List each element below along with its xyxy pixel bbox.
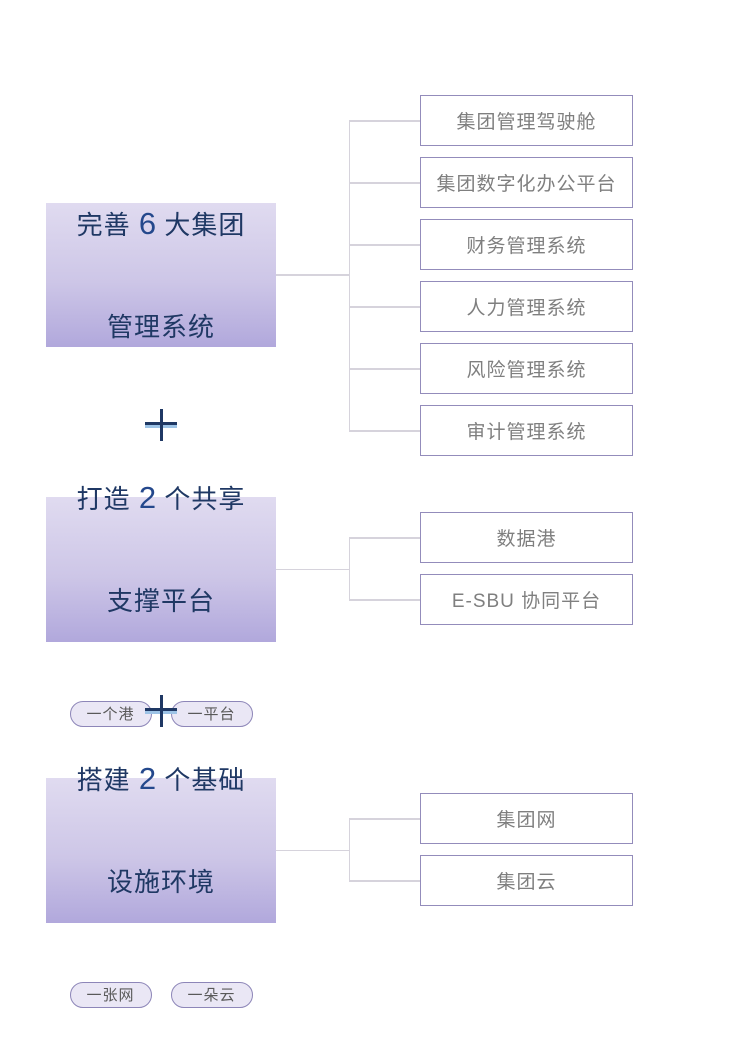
- connector-line: [349, 120, 420, 122]
- title-number: 6: [138, 205, 157, 241]
- title-text: 个共享: [156, 483, 246, 514]
- plus-vertical-bar: [159, 409, 163, 441]
- plus-icon: [145, 695, 177, 727]
- title-number: 2: [138, 479, 157, 515]
- child-box-digital-office: 集团数字化办公平台: [420, 157, 633, 208]
- child-box-finance-system: 财务管理系统: [420, 219, 633, 270]
- group-title: 完善 6 大集团 管理系统: [77, 139, 246, 412]
- group-box-management-systems: 完善 6 大集团 管理系统: [46, 203, 276, 347]
- connector-line: [348, 818, 350, 881]
- child-box-group-network: 集团网: [420, 793, 633, 844]
- connector-line: [276, 274, 349, 276]
- child-box-group-cockpit: 集团管理驾驶舱: [420, 95, 633, 146]
- group-title-line2: 设施环境: [106, 866, 215, 897]
- child-box-data-port: 数据港: [420, 512, 633, 563]
- child-box-risk-system: 风险管理系统: [420, 343, 633, 394]
- title-number: 2: [138, 760, 157, 796]
- badge-row: 一张网 一朵云: [69, 981, 253, 1008]
- connector-line: [276, 849, 349, 851]
- connector-line: [349, 880, 420, 882]
- group-title-line2: 支撑平台: [106, 585, 215, 616]
- group-box-infrastructure: 搭建 2 个基础 设施环境 一张网 一朵云: [46, 761, 276, 1008]
- badge-one-port: 一个港: [69, 700, 152, 727]
- group-title-line2: 管理系统: [106, 311, 215, 342]
- title-text: 个基础: [156, 764, 246, 795]
- group-box-shared-platforms: 打造 2 个共享 支撑平台 一个港 一平台: [46, 480, 276, 727]
- connector-line: [349, 430, 420, 432]
- connector-line: [348, 120, 350, 431]
- group-title: 搭建 2 个基础 设施环境: [77, 694, 246, 967]
- title-text: 大集团: [156, 209, 246, 240]
- badge-one-network: 一张网: [69, 981, 152, 1008]
- connector-line: [349, 599, 420, 601]
- child-box-esbu-platform: E-SBU 协同平台: [420, 574, 633, 625]
- title-text: 搭建: [76, 764, 139, 795]
- connector-line: [276, 568, 349, 570]
- child-box-hr-system: 人力管理系统: [420, 281, 633, 332]
- connector-line: [349, 537, 420, 539]
- plus-icon: [145, 409, 177, 441]
- connector-line: [349, 306, 420, 308]
- badge-one-cloud: 一朵云: [170, 981, 253, 1008]
- plus-vertical-bar: [159, 695, 163, 727]
- group-title-line1: 打造 2 个共享: [76, 479, 246, 516]
- connector-line: [348, 537, 350, 600]
- title-text: 打造: [76, 483, 139, 514]
- connector-line: [349, 244, 420, 246]
- connector-line: [349, 368, 420, 370]
- group-title-line1: 完善 6 大集团: [76, 205, 246, 242]
- child-box-audit-system: 审计管理系统: [420, 405, 633, 456]
- title-text: 完善: [76, 209, 139, 240]
- group-title: 打造 2 个共享 支撑平台: [77, 413, 246, 686]
- group-title-line1: 搭建 2 个基础: [76, 760, 246, 797]
- connector-line: [349, 182, 420, 184]
- connector-line: [349, 818, 420, 820]
- child-box-group-cloud: 集团云: [420, 855, 633, 906]
